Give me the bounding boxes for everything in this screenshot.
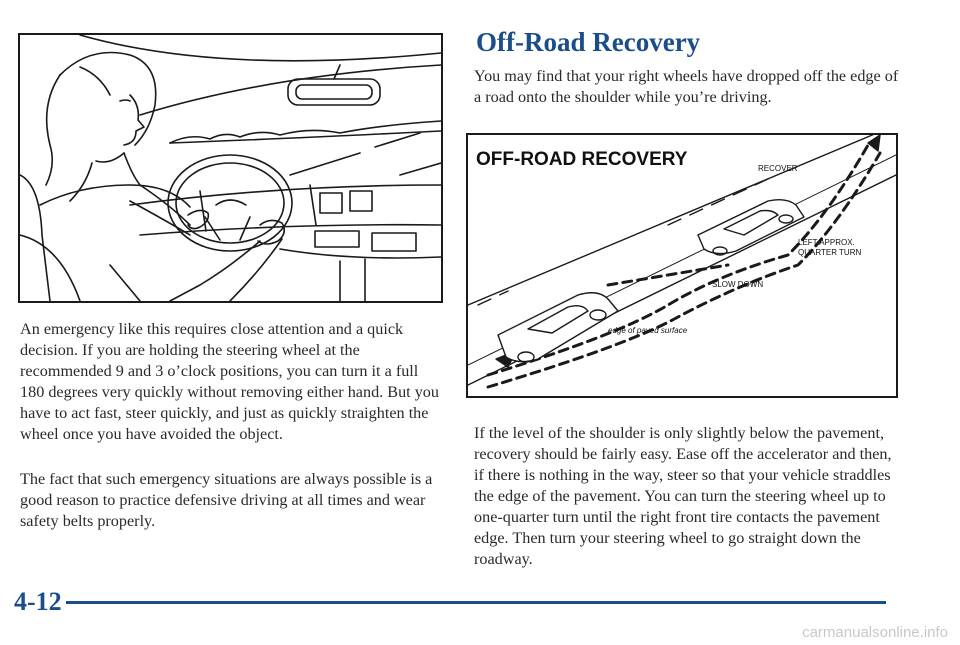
figure-title: OFF-ROAD RECOVERY [476, 149, 688, 170]
right-intro-paragraph: You may find that your right wheels have… [474, 67, 899, 106]
driver-illustration [18, 33, 443, 303]
page-number: 4-12 [14, 587, 62, 616]
label-turn-line2: QUARTER TURN [798, 248, 861, 257]
label-edge: edge of paved surface [608, 326, 688, 335]
right-paragraph: If the level of the shoulder is only sli… [474, 424, 892, 568]
footer-rule [66, 601, 886, 604]
section-heading: Off-Road Recovery [476, 27, 701, 57]
watermark: carmanualsonline.info [802, 624, 948, 641]
label-slow-down: SLOW DOWN [712, 280, 763, 289]
offroad-recovery-illustration: OFF-ROAD RECOVERY RECOVER LEFT APPROX. Q… [466, 133, 898, 398]
label-turn-line1: LEFT APPROX. [798, 238, 855, 247]
label-recover: RECOVER [758, 164, 798, 173]
left-paragraph-1: An emergency like this requires close at… [20, 320, 439, 443]
left-paragraph-2: The fact that such emergency situations … [20, 470, 433, 530]
